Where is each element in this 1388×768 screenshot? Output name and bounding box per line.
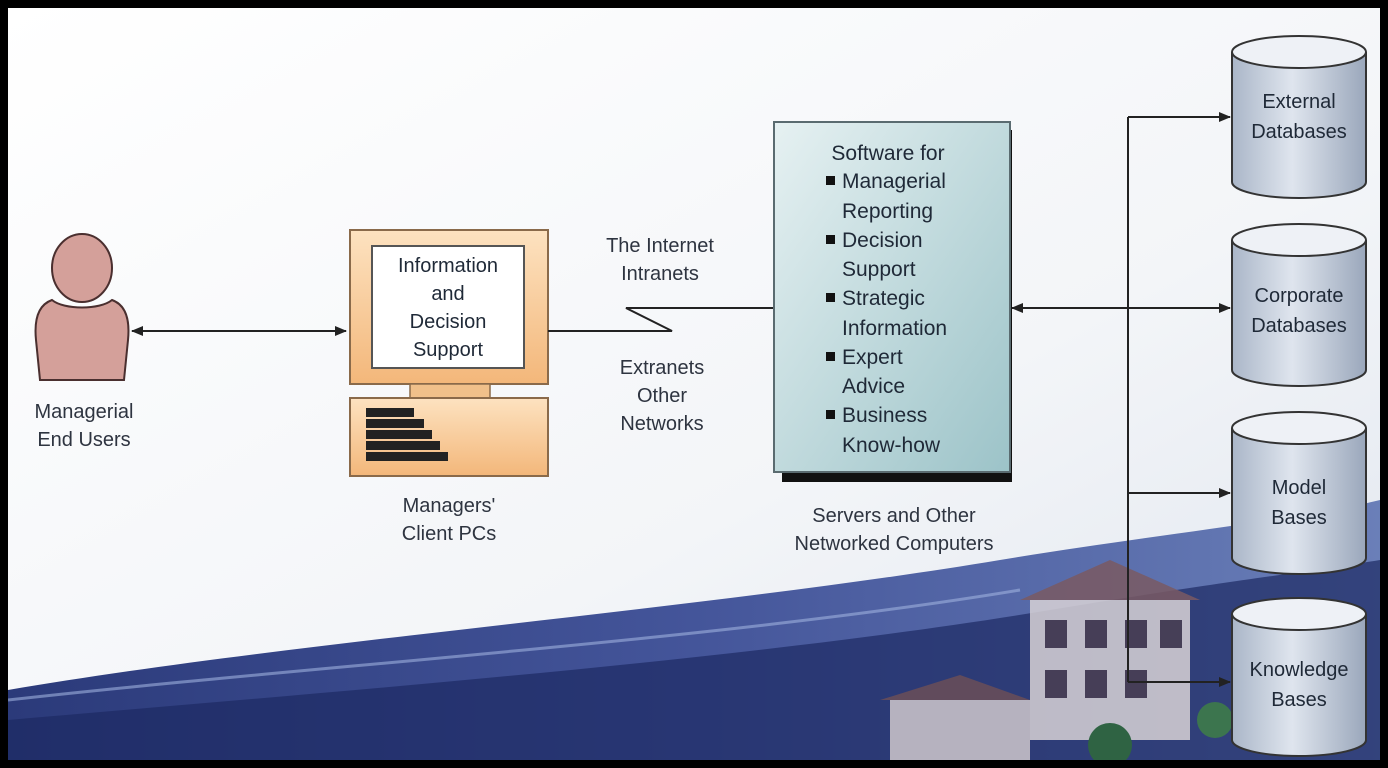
bullet-icon — [826, 293, 835, 302]
bullet-icon — [826, 176, 835, 185]
keyboard-icon — [366, 408, 448, 461]
db-external-line2: Databases — [1251, 121, 1347, 143]
pc-caption-line2: Client PCs — [402, 523, 496, 545]
db-corporate-line2: Databases — [1251, 315, 1347, 337]
server-item-4-line2: Advice — [842, 375, 905, 398]
person-icon — [34, 233, 130, 381]
network-label-bottom1: Extranets — [620, 357, 704, 379]
server-caption-line1: Servers and Other — [812, 505, 976, 527]
server-item-2-line2: Support — [842, 258, 916, 281]
bullet-icon — [826, 410, 835, 419]
database-external-icon — [1231, 35, 1367, 199]
server-box — [773, 121, 1012, 482]
server-item-1-line2: Reporting — [842, 200, 933, 223]
network-connector — [548, 307, 775, 332]
client-pc-icon — [349, 229, 549, 477]
database-knowledge-icon — [1231, 597, 1367, 757]
background-swoosh — [7, 500, 1380, 768]
pc-screen-line1: Information — [398, 255, 498, 277]
server-heading: Software for — [831, 142, 944, 165]
database-connectors — [1011, 112, 1231, 687]
server-item-2-line1: Decision — [842, 229, 923, 252]
pc-screen-line4: Support — [413, 339, 483, 361]
user-label-line2: End Users — [37, 429, 130, 451]
pc-screen-line2: and — [431, 283, 464, 305]
server-item-5-line1: Business — [842, 404, 927, 427]
db-external-line1: External — [1262, 91, 1335, 113]
database-model-icon — [1231, 411, 1367, 575]
server-item-1-line1: Managerial — [842, 170, 946, 193]
db-corporate-line1: Corporate — [1255, 285, 1344, 307]
network-label-top1: The Internet — [606, 235, 714, 257]
network-label-bottom2: Other — [637, 385, 687, 407]
server-item-4-line1: Expert — [842, 346, 903, 369]
server-item-3-line2: Information — [842, 317, 947, 340]
server-item-3-line1: Strategic — [842, 287, 925, 310]
server-software-list: Managerial Reporting Decision Support St… — [826, 170, 947, 457]
bullet-icon — [826, 352, 835, 361]
network-label-top2: Intranets — [621, 263, 699, 285]
pc-screen-line3: Decision — [410, 311, 487, 333]
db-model-line2: Bases — [1271, 507, 1327, 529]
db-knowledge-line1: Knowledge — [1250, 659, 1349, 681]
database-corporate-icon — [1231, 223, 1367, 387]
db-model-line1: Model — [1272, 477, 1326, 499]
db-knowledge-line2: Bases — [1271, 689, 1327, 711]
network-label-bottom3: Networks — [620, 413, 703, 435]
server-caption-line2: Networked Computers — [795, 533, 994, 555]
pc-caption-line1: Managers' — [403, 495, 496, 517]
server-item-5-line2: Know-how — [842, 434, 941, 457]
bullet-icon — [826, 235, 835, 244]
user-label-line1: Managerial — [35, 401, 134, 423]
